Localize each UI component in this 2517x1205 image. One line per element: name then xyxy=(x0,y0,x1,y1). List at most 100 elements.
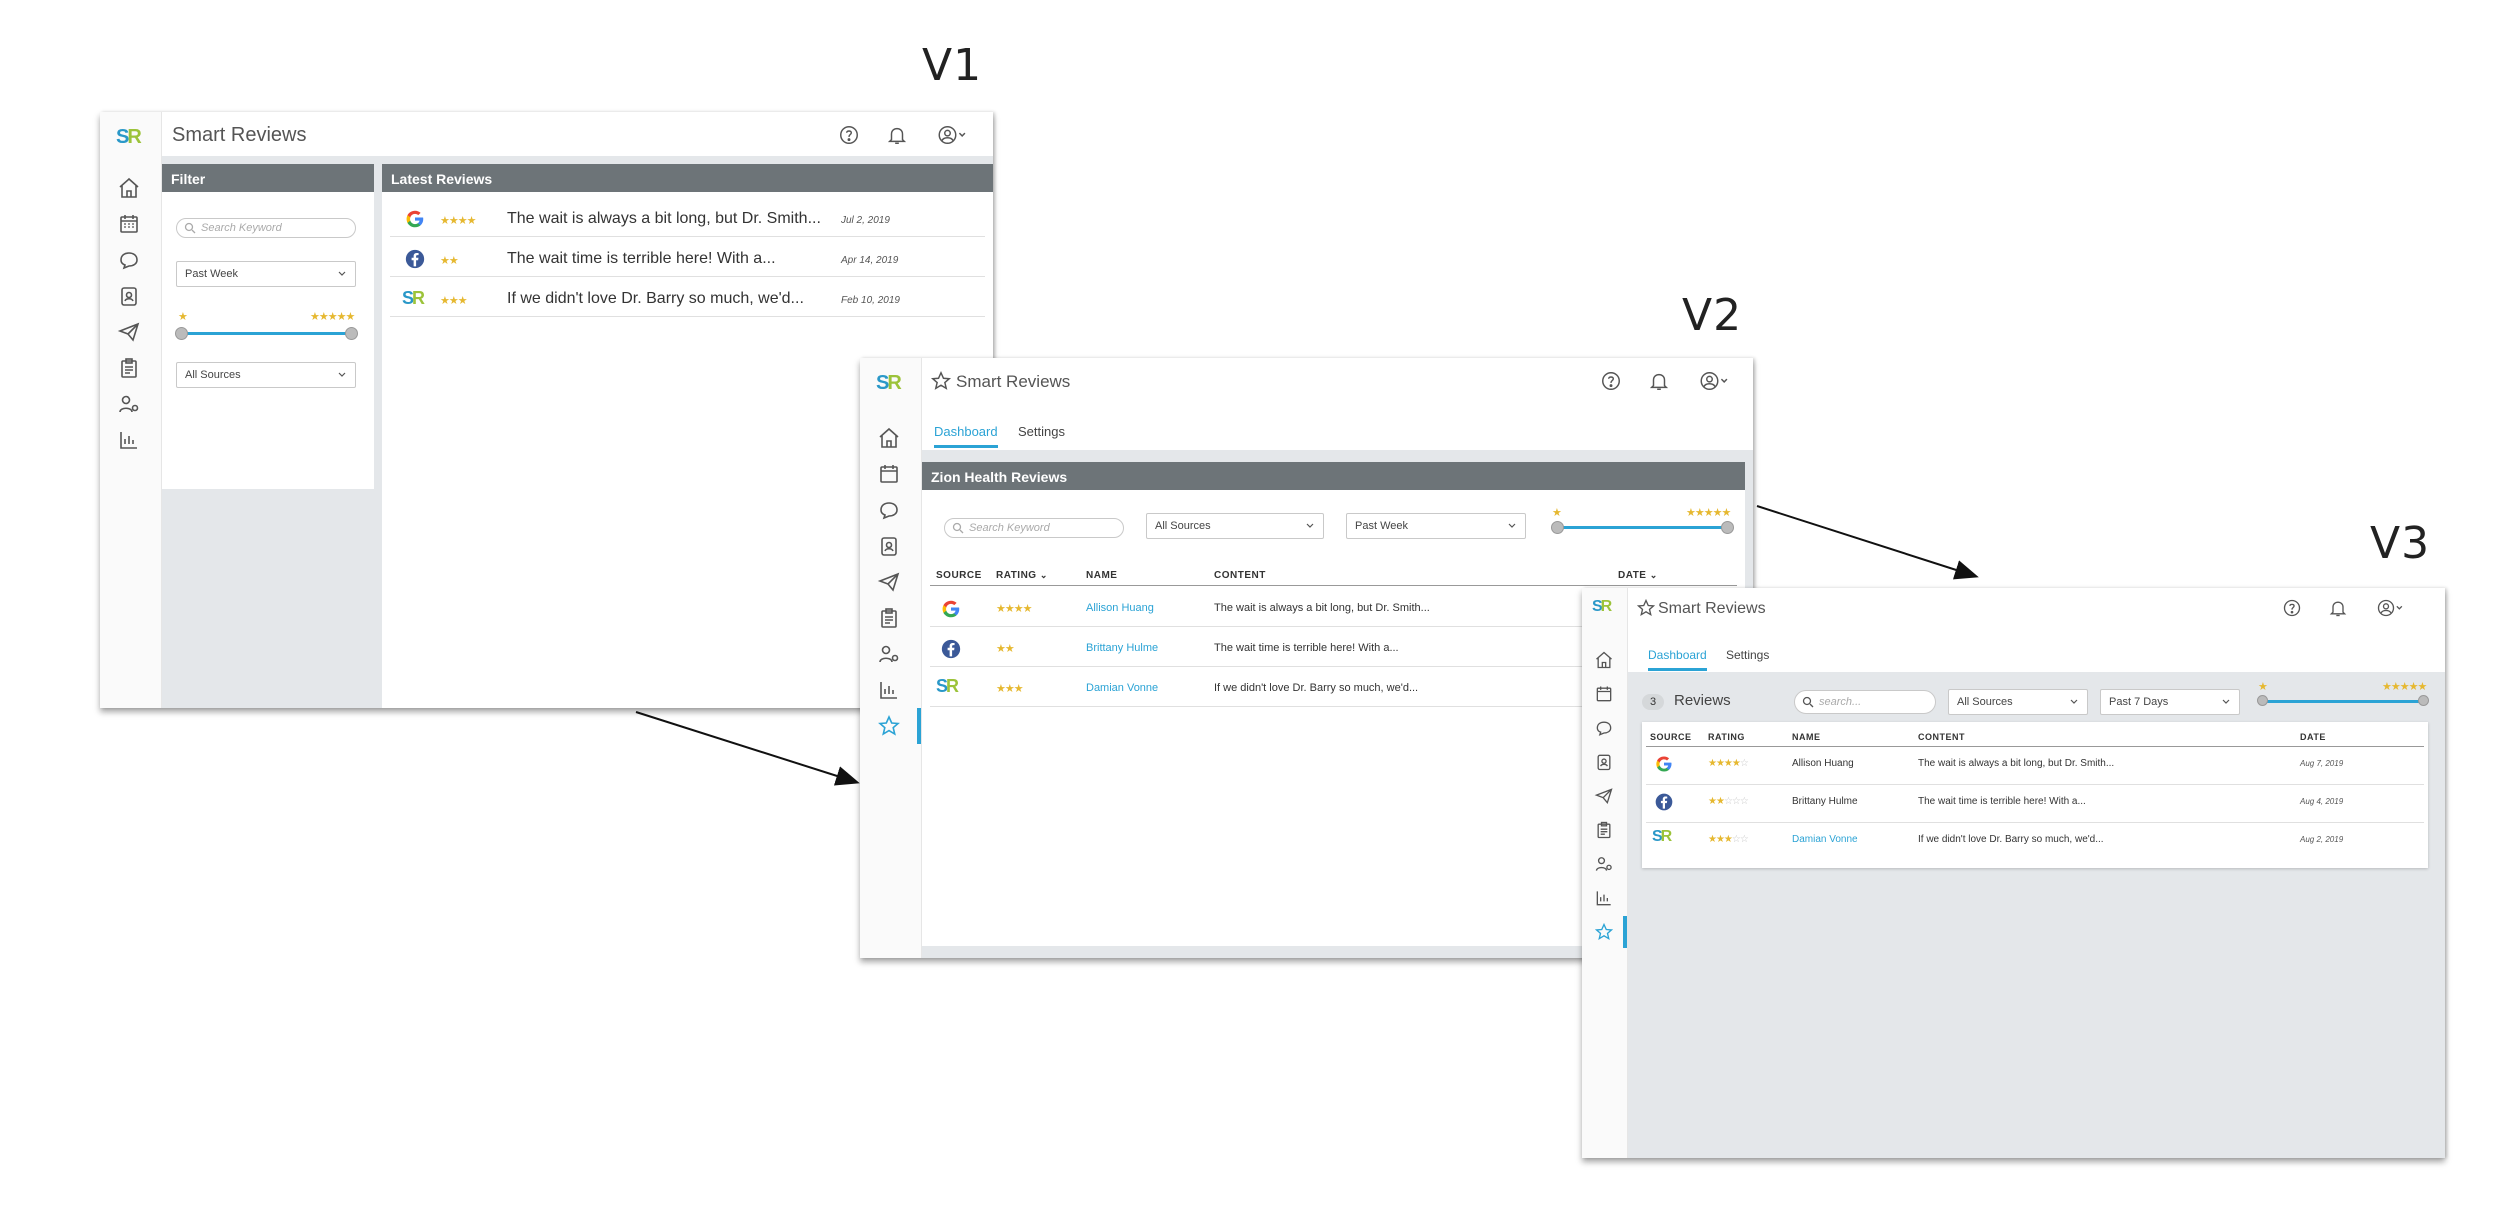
help-icon[interactable] xyxy=(1600,370,1622,392)
slider-max-handle[interactable] xyxy=(345,327,358,340)
tab-dashboard[interactable]: Dashboard xyxy=(934,424,998,448)
chart-icon[interactable] xyxy=(877,678,901,702)
reviewer-name[interactable]: Damian Vonne xyxy=(1792,834,1858,845)
review-date: Feb 10, 2019 xyxy=(841,295,900,306)
row-divider xyxy=(390,276,985,277)
facebook-icon xyxy=(940,638,962,660)
reviewer-name[interactable]: Allison Huang xyxy=(1792,758,1854,769)
col-name: NAME xyxy=(1086,570,1118,581)
send-icon[interactable] xyxy=(877,570,901,594)
calendar-icon[interactable] xyxy=(1594,684,1614,704)
review-content[interactable]: The wait is always a bit long, but Dr. S… xyxy=(1918,758,2115,769)
star-icon[interactable] xyxy=(877,714,901,738)
rating-slider-track[interactable] xyxy=(2264,700,2424,703)
account-icon[interactable] xyxy=(936,124,970,146)
search-input[interactable]: Search Keyword xyxy=(944,518,1124,538)
source-select[interactable]: All Sources xyxy=(1146,513,1324,539)
rating-stars: ★★ xyxy=(996,643,1015,655)
slider-max-handle[interactable] xyxy=(2418,695,2429,706)
chat-icon[interactable] xyxy=(877,498,901,522)
calendar-icon[interactable] xyxy=(877,462,901,486)
clipboard-icon[interactable] xyxy=(877,606,901,630)
review-content[interactable]: The wait time is terrible here! With a..… xyxy=(507,250,776,267)
search-placeholder: search... xyxy=(1819,696,1862,708)
slider-min-stars: ★ xyxy=(2258,681,2268,693)
review-date: Aug 4, 2019 xyxy=(2300,797,2344,806)
slider-max-handle[interactable] xyxy=(1721,521,1734,534)
rating-slider-track[interactable] xyxy=(1558,526,1726,529)
clipboard-icon[interactable] xyxy=(117,356,141,380)
chat-icon[interactable] xyxy=(117,248,141,272)
review-date: Aug 7, 2019 xyxy=(2300,759,2344,768)
rating-stars: ★★☆☆☆ xyxy=(1708,796,1749,807)
source-select[interactable]: All Sources xyxy=(1948,689,2088,715)
tab-settings[interactable]: Settings xyxy=(1018,424,1065,439)
contacts-icon[interactable] xyxy=(117,284,141,308)
home-icon[interactable] xyxy=(117,176,141,200)
time-select[interactable]: Past Week xyxy=(176,261,356,287)
reviewer-name[interactable]: Brittany Hulme xyxy=(1792,796,1858,807)
review-content[interactable]: If we didn't love Dr. Barry so much, we'… xyxy=(1918,834,2104,845)
star-icon[interactable] xyxy=(930,370,952,392)
home-icon[interactable] xyxy=(877,426,901,450)
col-date[interactable]: DATE ⌄ xyxy=(1618,570,1658,581)
reviewer-name[interactable]: Allison Huang xyxy=(1086,602,1154,614)
send-icon[interactable] xyxy=(1594,786,1614,806)
review-content[interactable]: If we didn't love Dr. Barry so much, we'… xyxy=(1214,682,1419,694)
help-icon[interactable] xyxy=(838,124,860,146)
review-content[interactable]: If we didn't love Dr. Barry so much, we'… xyxy=(507,290,804,307)
time-select[interactable]: Past 7 Days xyxy=(2100,689,2240,715)
chat-icon[interactable] xyxy=(1594,718,1614,738)
reviewer-name[interactable]: Damian Vonne xyxy=(1086,682,1159,694)
users-settings-icon[interactable] xyxy=(1594,854,1614,874)
slider-min-handle[interactable] xyxy=(175,327,188,340)
account-icon[interactable] xyxy=(2374,598,2408,618)
time-select[interactable]: Past Week xyxy=(1346,513,1526,539)
col-rating[interactable]: RATING ⌄ xyxy=(996,570,1048,581)
slider-min-handle[interactable] xyxy=(2257,695,2268,706)
sidebar: SR xyxy=(860,358,922,958)
bell-icon[interactable] xyxy=(886,124,908,146)
search-input[interactable]: search... xyxy=(1794,690,1936,714)
review-content[interactable]: The wait is always a bit long, but Dr. S… xyxy=(507,210,821,227)
bell-icon[interactable] xyxy=(1648,370,1670,392)
users-settings-icon[interactable] xyxy=(877,642,901,666)
review-date: Apr 14, 2019 xyxy=(841,255,899,266)
source-select[interactable]: All Sources xyxy=(176,362,356,388)
app-logo: SR xyxy=(876,372,902,394)
bell-icon[interactable] xyxy=(2328,598,2348,618)
calendar-icon[interactable] xyxy=(117,212,141,236)
rating-stars: ★★★★ xyxy=(440,215,476,227)
version-label-v3: V3 xyxy=(2370,518,2431,569)
tab-settings[interactable]: Settings xyxy=(1726,648,1770,662)
contacts-icon[interactable] xyxy=(1594,752,1614,772)
smartreviews-icon: SR xyxy=(1652,828,1672,845)
star-icon[interactable] xyxy=(1636,598,1656,618)
reviews-table xyxy=(1642,722,2428,868)
review-content[interactable]: The wait is always a bit long, but Dr. S… xyxy=(1214,602,1430,614)
chart-icon[interactable] xyxy=(117,428,141,452)
row-divider xyxy=(390,236,985,237)
users-settings-icon[interactable] xyxy=(117,392,141,416)
app-logo: SR xyxy=(116,126,142,148)
account-icon[interactable] xyxy=(1698,370,1732,392)
app-title: Smart Reviews xyxy=(172,124,307,146)
latest-reviews-header: Latest Reviews xyxy=(382,164,993,194)
tab-dashboard[interactable]: Dashboard xyxy=(1648,648,1707,671)
google-icon xyxy=(404,208,426,230)
star-icon[interactable] xyxy=(1594,922,1614,942)
contacts-icon[interactable] xyxy=(877,534,901,558)
smartreviews-icon: SR xyxy=(402,288,425,308)
home-icon[interactable] xyxy=(1594,650,1614,670)
help-icon[interactable] xyxy=(2282,598,2302,618)
reviewer-name[interactable]: Brittany Hulme xyxy=(1086,642,1159,654)
chart-icon[interactable] xyxy=(1594,888,1614,908)
send-icon[interactable] xyxy=(117,320,141,344)
clipboard-icon[interactable] xyxy=(1594,820,1614,840)
nav-active-indicator xyxy=(1623,916,1627,948)
rating-slider-track[interactable] xyxy=(182,332,350,335)
slider-min-handle[interactable] xyxy=(1551,521,1564,534)
review-content[interactable]: The wait time is terrible here! With a..… xyxy=(1214,642,1399,654)
search-input[interactable]: Search Keyword xyxy=(176,218,356,238)
review-content[interactable]: The wait time is terrible here! With a..… xyxy=(1918,796,2086,807)
